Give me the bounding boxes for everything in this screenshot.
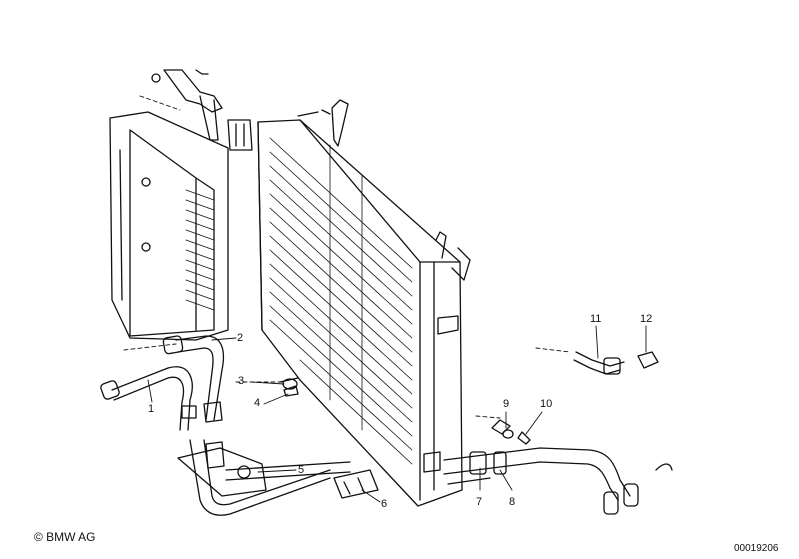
hose-clamp — [333, 469, 379, 499]
callout-8: 8 — [509, 496, 516, 508]
oil-pipe-upper — [162, 335, 225, 423]
screw-and-nut — [491, 419, 531, 445]
callout-10: 10 — [540, 398, 553, 410]
callout-5: 5 — [298, 464, 305, 476]
assembly-guide-lines — [123, 95, 571, 419]
temperature-sensor — [573, 351, 625, 375]
callout-7: 7 — [476, 496, 483, 508]
radiator — [257, 119, 471, 507]
oil-pipe-lower — [189, 439, 351, 516]
callout-2: 2 — [237, 332, 244, 344]
screw-and-washer — [279, 377, 299, 397]
top-right-bracket — [297, 99, 349, 147]
leader-lines — [147, 325, 647, 503]
condenser-unit — [109, 111, 229, 341]
callout-1: 1 — [148, 403, 155, 415]
callout-4: 4 — [254, 397, 261, 409]
callout-11: 11 — [590, 313, 602, 325]
oil-pipe-right — [443, 447, 673, 515]
callout-6: 6 — [381, 498, 388, 510]
copyright-label: © BMW AG — [34, 530, 96, 544]
sensor-nut — [637, 351, 659, 369]
callout-3: 3 — [238, 375, 245, 387]
callout-9: 9 — [503, 398, 510, 410]
top-bracket-assembly — [151, 69, 253, 151]
callout-12: 12 — [640, 313, 653, 325]
oil-pipe-left — [100, 366, 197, 431]
diagram-number: 00019206 — [734, 543, 779, 554]
